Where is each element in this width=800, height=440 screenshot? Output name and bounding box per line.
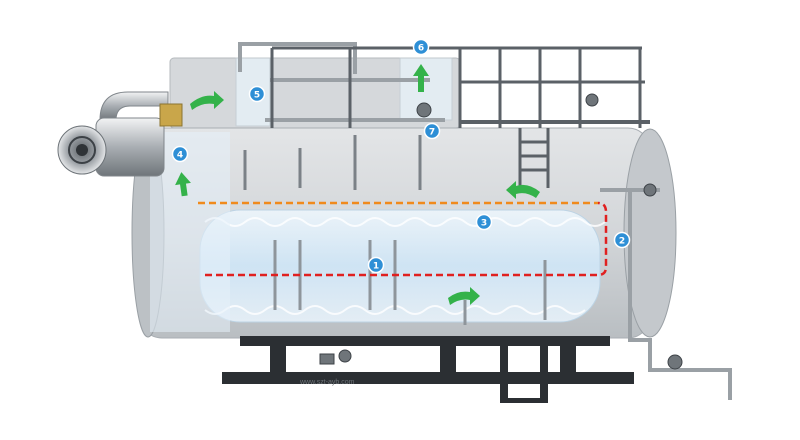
badge-6: 6 xyxy=(412,38,430,56)
watermark: www.szt-ayb.com xyxy=(299,379,355,386)
svg-text:6: 6 xyxy=(418,44,424,54)
valve-icon xyxy=(319,93,683,370)
svg-text:5: 5 xyxy=(254,91,260,101)
badge-7: 7 xyxy=(423,122,441,140)
flow-arrow-icon xyxy=(175,64,540,305)
badge-4: 4 xyxy=(171,145,189,163)
svg-text:4: 4 xyxy=(177,151,183,161)
badge-5: 5 xyxy=(248,85,266,103)
svg-text:2: 2 xyxy=(619,237,625,247)
badge-2: 2 xyxy=(613,231,631,249)
smoke-chamber xyxy=(169,57,461,129)
burner-fan-icon xyxy=(57,91,183,177)
svg-text:1: 1 xyxy=(373,262,379,272)
base-frame xyxy=(222,336,634,403)
top-railing xyxy=(270,46,650,188)
svg-text:7: 7 xyxy=(429,128,435,138)
badge-3: 3 xyxy=(475,213,493,231)
badge-1: 1 xyxy=(367,256,385,274)
shell-fittings xyxy=(243,135,422,190)
svg-text:3: 3 xyxy=(481,219,487,229)
